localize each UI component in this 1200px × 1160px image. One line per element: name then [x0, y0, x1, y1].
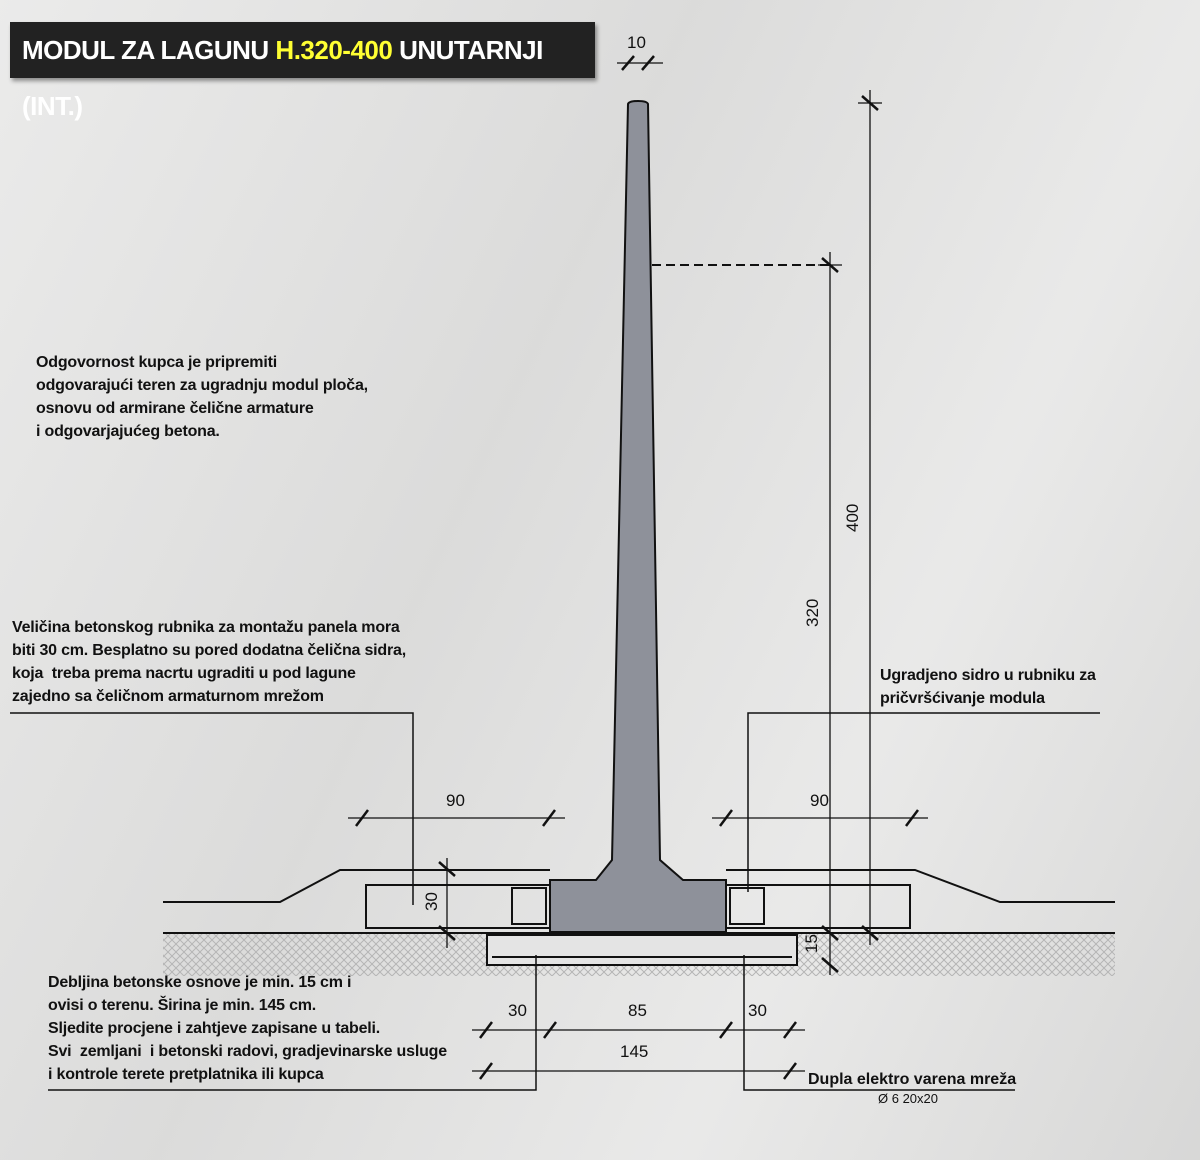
foundation-slab: [486, 934, 798, 966]
dim-base-thickness: 15: [802, 934, 821, 953]
left-curb: [365, 884, 551, 929]
dim-right-curb: 90: [810, 791, 829, 810]
note-anchor: Ugradjeno sidro u rubniku za pričvršćiva…: [880, 667, 1096, 707]
title-banner: MODUL ZA LAGUNU H.320-400 UNUTARNJI (INT…: [10, 22, 595, 121]
dim-base-right: 30: [748, 1001, 767, 1020]
title-highlight: H.320-400: [275, 35, 393, 65]
right-slope: [726, 869, 1115, 903]
title-suffix: UNUTARNJI (INT.): [22, 35, 543, 121]
title-prefix: MODUL ZA LAGUNU: [22, 35, 276, 65]
note-customer-responsibility: Odgovornost kupca je pripremiti odgovara…: [36, 354, 368, 440]
left-slope: [163, 869, 550, 903]
note-base-thickness: Debljina betonske osnove je min. 15 cm i…: [48, 974, 447, 1083]
dim-base-left: 30: [508, 1001, 527, 1020]
mesh-spec: Ø 6 20x20: [878, 1091, 938, 1106]
right-anchor: [729, 887, 765, 925]
dim-top-width: 10: [627, 33, 646, 52]
panel-module: [549, 99, 727, 933]
dim-base-total: 145: [620, 1042, 648, 1061]
dim-curb-height: 30: [422, 892, 441, 911]
right-curb: [725, 884, 911, 929]
mesh-label: Dupla elektro varena mreža: [808, 1071, 1016, 1088]
note-curb-size: Veličina betonskog rubnika za montažu pa…: [12, 619, 406, 705]
dim-base-middle: 85: [628, 1001, 647, 1020]
left-anchor: [511, 887, 547, 925]
dim-panel-height: 320: [803, 599, 822, 627]
dim-left-curb: 90: [446, 791, 465, 810]
dim-total-height: 400: [843, 504, 862, 532]
